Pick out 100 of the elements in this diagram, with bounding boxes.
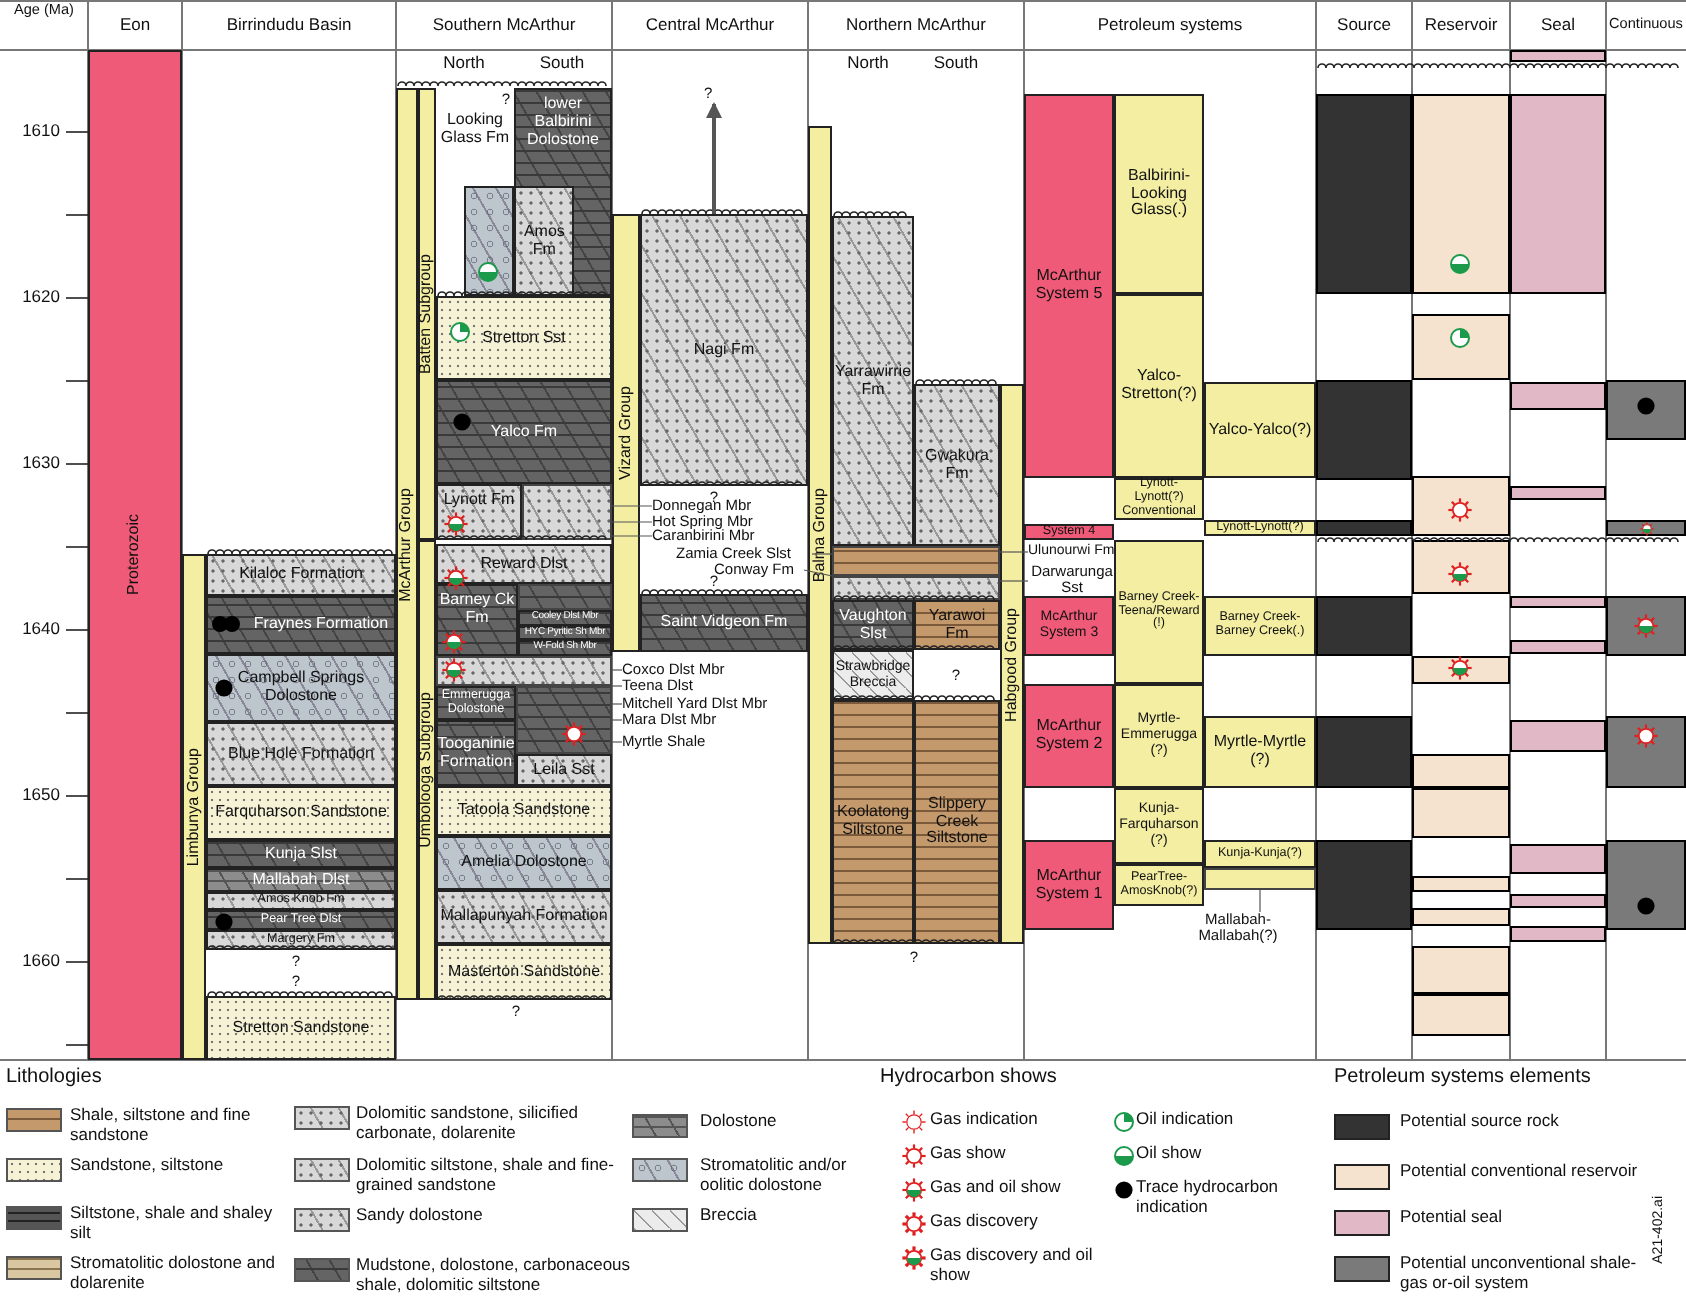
group-bar: Umbolooga Subgroup [418, 540, 436, 1000]
legend-text: Dolomitic siltstone, shale and fine-grained sandstone [356, 1156, 616, 1196]
rock-unit: Stretton Sst [436, 296, 612, 380]
rock-layer [516, 686, 612, 754]
group-bar: McArthur Group [396, 88, 418, 1000]
rock-unit: Slippery Creek Siltstone [914, 700, 1000, 944]
reservoir-bar [1412, 476, 1510, 536]
legend-text: Gas show [930, 1144, 1008, 1164]
subcolumn-label: North [845, 54, 891, 74]
column-header: Reservoir [1422, 16, 1500, 36]
subcolumn-label: North [441, 54, 487, 74]
rock-unit [832, 546, 1000, 576]
rock-unit: Gwakura Fm [914, 384, 1000, 546]
rock-unit: Leila Sst [516, 754, 612, 786]
petroleum-system-box: McArthur System 5 [1024, 94, 1114, 478]
play-box: Yalco-Yalco(?) [1204, 382, 1316, 478]
group-bar: Batten Subgroup [418, 88, 436, 540]
group-bar: Limbunya Group [182, 554, 206, 1060]
legend-text: Shale, siltstone and fine sandstone [70, 1106, 253, 1146]
rock-unit: Yalco Fm [436, 380, 612, 484]
rock-unit: Amelia Dolostone [436, 836, 612, 890]
seal-bar [1510, 94, 1606, 294]
legend-text: Sandstone, siltstone [70, 1156, 226, 1176]
legend-text: Dolomitic sandstone, silicified carbonate, dolarenite [356, 1104, 581, 1144]
rock-unit: Tooganinie Formation [436, 720, 516, 786]
seal-bar [1510, 894, 1606, 908]
seal-bar [1510, 844, 1606, 874]
column-header: Source [1335, 16, 1393, 36]
seal-bar [1510, 50, 1606, 62]
age-label: 1630 [20, 454, 60, 474]
rock-unit: Koolatong Siltstone [832, 700, 914, 944]
column-header: Southern McArthur [430, 16, 578, 36]
column-header: Birrindudu Basin [224, 16, 354, 36]
reservoir-bar [1412, 994, 1510, 1036]
group-bar: Vizard Group [612, 214, 640, 652]
reservoir-bar [1412, 94, 1510, 294]
eon-band: Proterozoic [88, 50, 182, 1060]
legend-text: Gas and oil show [930, 1178, 1063, 1198]
source-rock-bar [1316, 94, 1412, 294]
leader-line [611, 669, 623, 671]
rock-unit: Farquharson Sandstone [206, 786, 396, 840]
unconventional-system-bar [1606, 716, 1686, 788]
unconventional-system-bar [1606, 380, 1686, 440]
legend-text: Breccia [700, 1206, 759, 1226]
reservoir-bar [1412, 788, 1510, 838]
unconventional-system-bar [1606, 596, 1686, 656]
rock-unit: Fraynes Formation [206, 596, 396, 654]
unconventional-system-bar [1606, 840, 1686, 930]
play-box: Balbirini-Looking Glass(.) [1114, 94, 1204, 294]
age-label: 1640 [20, 620, 60, 640]
petroleum-system-box: McArthur System 2 [1024, 684, 1114, 788]
rock-unit: Campbell Springs Dolostone [206, 654, 396, 722]
rock-unit: Yarrawirrie Fm [832, 216, 914, 546]
leader-line [611, 719, 623, 721]
column-header: Northern McArthur [844, 16, 988, 36]
source-rock-bar [1316, 596, 1412, 656]
column-header: Seal [1538, 16, 1577, 36]
age-label: 1660 [20, 952, 60, 972]
rock-unit: Amos Fm [514, 186, 575, 297]
rock-unit: Barney Ck Fm [436, 584, 518, 656]
leader-line [999, 580, 1029, 582]
reservoir-bar [1412, 314, 1510, 380]
rock-layer [522, 484, 612, 540]
source-rock-bar [1316, 380, 1412, 480]
subcolumn-label: South [537, 54, 587, 74]
play-box [1204, 868, 1316, 890]
age-label: 1610 [20, 122, 60, 142]
seal-bar [1510, 720, 1606, 752]
legend-text: Stromatolitic and/or oolitic dolostone [700, 1156, 849, 1196]
leader-line [611, 505, 653, 507]
seal-bar [1510, 596, 1606, 608]
rock-unit: Kunja Slst [206, 840, 396, 868]
rock-unit: Masterton Sandstone [436, 944, 612, 1000]
rock-unit [832, 576, 1000, 600]
rock-unit: Mallabah Dlst [206, 868, 396, 892]
legend-text: Trace hydrocarbon indication [1136, 1178, 1281, 1218]
node-box [464, 186, 514, 296]
legend-text: Potential conventional reservoir [1400, 1162, 1640, 1182]
source-rock-bar [1316, 840, 1412, 930]
play-box: Myrtle-Myrtle (?) [1204, 716, 1316, 788]
rock-unit: Saint Vidgeon Fm [640, 594, 808, 652]
legend-text: Dolostone [700, 1112, 779, 1132]
group-bar: Habgood Group [1000, 384, 1024, 944]
leader-line [803, 569, 833, 577]
leader-line [1259, 889, 1261, 913]
rock-unit: Tatoola Sandstone [436, 786, 612, 836]
seal-bar [1510, 382, 1606, 410]
leader-line [611, 703, 623, 705]
legend-text: Sandy dolostone [356, 1206, 485, 1226]
rock-unit: Blue Hole Formation [206, 722, 396, 786]
petroleum-system-box: McArthur System 1 [1024, 840, 1114, 930]
column-header: Petroleum systems [1095, 16, 1245, 36]
source-rock-bar [1316, 520, 1412, 536]
legend-text: Gas discovery [930, 1212, 1040, 1232]
leader-line [811, 553, 833, 555]
play-box: Yalco-Stretton(?) [1114, 294, 1204, 478]
rock-layer [436, 656, 612, 686]
unconventional-system-bar [1606, 520, 1686, 536]
age-label: 1620 [20, 288, 60, 308]
reservoir-bar [1412, 908, 1510, 926]
